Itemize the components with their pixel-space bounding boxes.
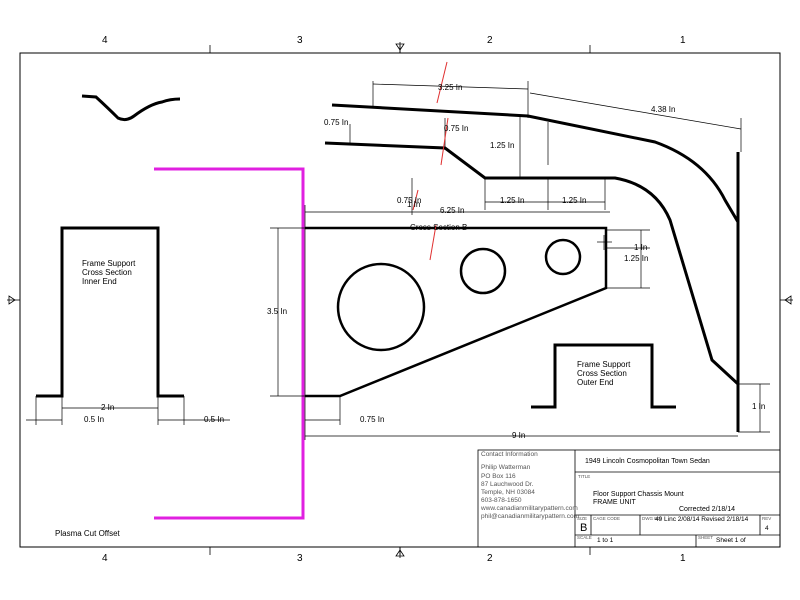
dwg-no-value: 49 Linc 2/08/14 Revised 2/18/14 [655,516,749,523]
dim-0-5-b: 0.5 In [204,415,225,424]
sheet-border [19,52,781,548]
dim-1-in-c: 1 In [752,402,766,411]
inner-end-profile [36,226,184,398]
rev-value: 4 [765,525,769,532]
dwg-no-header: DWG NO [642,516,661,521]
zone-label-bottom-1: 1 [680,553,686,564]
outer-end-label-line2: Cross Section [577,369,627,378]
frame-top-line [331,103,740,223]
inner-end-label-line3: Inner End [82,277,117,286]
size-header: SIZE [577,516,588,521]
dim-6-25: 6.25 In [440,206,465,215]
contact-line-6: www.canadianmilitarypattern.com [481,505,578,512]
zone-ticks [209,45,591,555]
zone-label-top-2: 2 [487,35,493,46]
dim-0-75-d: 0.75 In [360,415,385,424]
dim-1-25-d: 1.25 In [624,254,649,263]
title-block-lines [477,449,781,548]
drawing-title-line2: FRAME UNIT [593,499,636,506]
zone-label-bottom-3: 3 [297,553,303,564]
dim-1-25-c: 1.25 In [562,196,587,205]
dim-0-5-a: 0.5 In [84,415,105,424]
contact-line-7: phil@canadianmilitarypattern.com [481,513,580,520]
center-marks [7,42,793,558]
contact-header: Contact Information [481,451,538,458]
scale-header: SCALE [577,535,592,540]
zone-label-top-3: 3 [297,35,303,46]
sheet-value: Sheet 1 of [716,537,746,544]
zone-label-top-1: 1 [680,35,686,46]
contact-line-4: Temple, NH 03084 [481,489,535,496]
hole-small [544,238,582,276]
red-annotations [412,61,449,261]
dim-1-25-b: 1.25 In [500,196,525,205]
outer-end-profile [531,343,676,409]
dim-4-38: 4.38 In [651,105,676,114]
project-name: 1949 Lincoln Cosmopolitan Town Sedan [585,458,710,465]
frame-lower-line [324,141,740,386]
zone-label-top-4: 4 [102,35,108,46]
drawing-title-line1: Floor Support Chassis Mount [593,491,684,498]
rev-header: REV [762,516,772,521]
dim-3-25: 3.25 In [438,83,463,92]
plasma-cut-offset-label: Plasma Cut Offset [55,529,120,538]
hole-large [336,262,426,352]
dim-0-75-b: 0.75 In [444,124,469,133]
cage-code-header: CAGE CODE [593,516,621,521]
contact-line-2: PO Box 116 [481,473,516,480]
cross-section-b-label: Cross Section B [410,223,468,232]
curved-profile [81,94,181,122]
zone-label-bottom-4: 4 [102,553,108,564]
dimension-lines [26,81,770,440]
side-plate-outline [305,226,608,398]
contact-line-1: Philip Watterman [481,464,531,471]
dim-1-in-a: 1 In [407,200,421,209]
size-value: B [580,522,588,534]
dim-3-5: 3.5 In [267,307,288,316]
plasma-cut-offset-outline [154,167,305,520]
sheet-header: SHEET [698,535,714,540]
zone-label-bottom-2: 2 [487,553,493,564]
title-header: TITLE [578,474,591,479]
dim-1-in-b: 1 In [634,243,648,252]
dim-0-75-a: 0.75 In [324,118,349,127]
scale-value: 1 to 1 [597,537,614,544]
inner-end-label-line2: Cross Section [82,268,132,277]
hole-medium [459,247,507,295]
contact-line-3: 87 Lauchwood Dr. [481,481,534,488]
dim-2-in: 2 In [101,403,115,412]
corrected-date: Corrected 2/18/14 [679,506,736,513]
inner-end-label-line1: Frame Support [82,259,136,268]
dim-9: 9 In [512,431,526,440]
outer-end-label-line1: Frame Support [577,360,631,369]
outer-end-label-line3: Outer End [577,378,614,387]
dim-1-25-a: 1.25 In [490,141,515,150]
contact-line-5: 603-878-1650 [481,497,522,504]
dim-0-75-c: 0.75 In [397,196,422,205]
